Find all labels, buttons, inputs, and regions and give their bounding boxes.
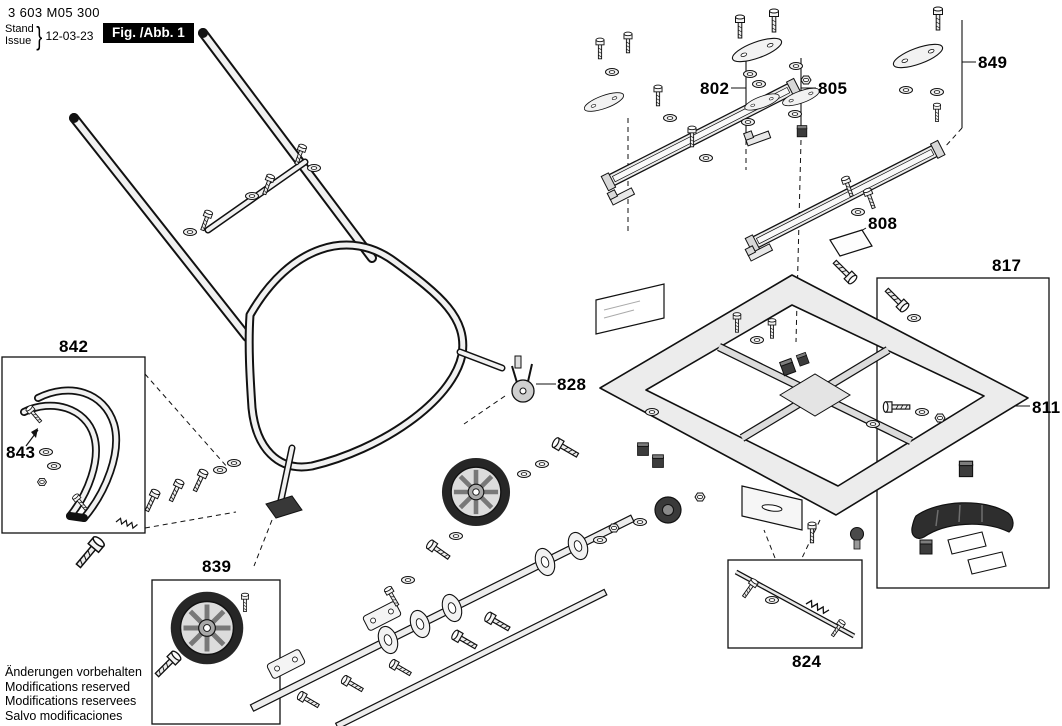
callout-802: 802 [700, 79, 730, 98]
callout-811: 811 [1032, 398, 1061, 417]
callout-843: 843 [6, 443, 36, 462]
stand-issue-labels: Stand Issue [5, 23, 34, 47]
callout-842: 842 [59, 337, 89, 356]
callout-817: 817 [992, 256, 1022, 275]
wheel-group-839 [152, 592, 250, 680]
issue-date: 12-03-23 [45, 28, 94, 43]
brace-rod-group [734, 526, 865, 639]
brace-glyph: } [36, 20, 43, 51]
stand-label: Stand [5, 23, 34, 35]
caster-assembly [511, 355, 535, 403]
callout-839: 839 [202, 557, 232, 576]
footer-line-en: Modifications reserved [5, 679, 131, 694]
axle-leg-assembly [249, 514, 635, 726]
rail-mounting-group [581, 6, 946, 262]
wheel-hub-assembly [424, 436, 706, 563]
footer-line-de: Änderungen vorbehalten [5, 665, 142, 679]
handle-frame-assembly [69, 28, 506, 519]
callout-805: 805 [818, 79, 848, 98]
table-base-frame [595, 274, 1029, 544]
callout-824: 824 [792, 652, 822, 671]
callout-leaders [1, 20, 1050, 725]
document-part-number: 3 603 M05 300 [8, 5, 100, 20]
leg-grip-group [830, 257, 1014, 575]
callout-808: 808 [868, 214, 898, 233]
footer-notice: Änderungen vorbehalten Modifications res… [5, 665, 142, 723]
figure-label: Fig. /Abb. 1 [103, 23, 194, 43]
stand-issue-block: Stand Issue } 12-03-23 [5, 20, 94, 51]
issue-label: Issue [5, 34, 32, 47]
pivot-handle-group [20, 386, 241, 571]
callout-828: 828 [557, 375, 587, 394]
footer-line-es: Salvo modificaciones [5, 708, 123, 723]
footer-line-fr: Modifications reservees [5, 694, 137, 709]
callout-849: 849 [978, 53, 1008, 72]
